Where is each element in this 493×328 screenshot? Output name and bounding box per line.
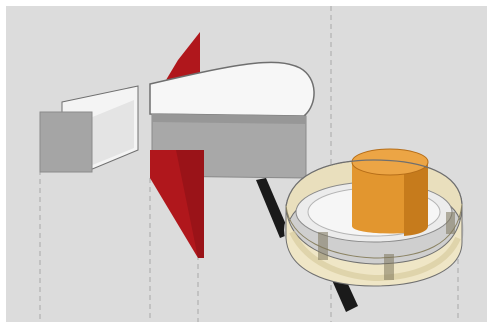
orange-cylinder	[352, 149, 428, 236]
ring-opening-right	[446, 212, 455, 234]
left-block-grey-face	[40, 112, 92, 172]
ring-opening-left	[318, 232, 328, 260]
orange-cylinder-top	[352, 149, 428, 175]
ring-opening-front	[384, 254, 394, 280]
